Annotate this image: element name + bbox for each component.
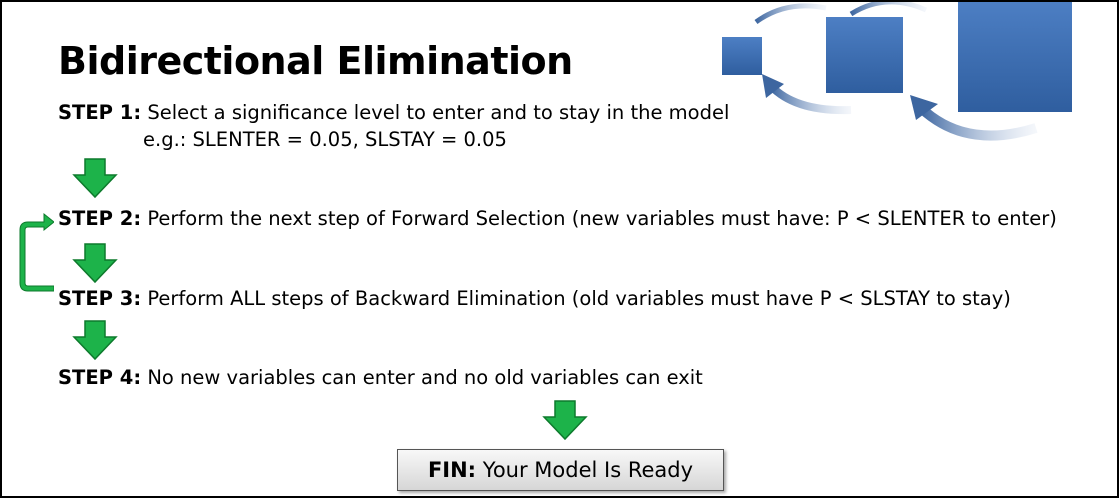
- step-4-text: No new variables can enter and no old va…: [147, 366, 703, 389]
- step-3: STEP 3: Perform ALL steps of Backward El…: [58, 286, 1011, 312]
- step-2: STEP 2: Perform the next step of Forward…: [58, 206, 1057, 232]
- final-label: FIN:: [427, 458, 477, 482]
- final-result-box: FIN: Your Model Is Ready: [397, 449, 724, 491]
- step-1-label: STEP 1:: [58, 101, 142, 124]
- step-2-text: Perform the next step of Forward Selecti…: [147, 207, 1057, 230]
- down-arrow-icon: [72, 320, 118, 361]
- step-2-label: STEP 2:: [58, 207, 142, 230]
- down-arrow-icon: [72, 243, 118, 284]
- step-3-label: STEP 3:: [58, 287, 142, 310]
- down-arrow-icon: [542, 400, 588, 441]
- loop-back-arrow-icon: [19, 212, 54, 292]
- page-title: Bidirectional Elimination: [58, 39, 573, 83]
- step-1: STEP 1: Select a significance level to e…: [58, 100, 729, 126]
- step-4: STEP 4: No new variables can enter and n…: [58, 365, 703, 391]
- step-3-text: Perform ALL steps of Backward Eliminatio…: [147, 287, 1011, 310]
- down-arrow-icon: [72, 158, 118, 199]
- step-4-label: STEP 4:: [58, 366, 142, 389]
- growing-squares-cycle-icon: [722, 2, 1072, 141]
- final-text: Your Model Is Ready: [482, 458, 694, 482]
- step-1-example: e.g.: SLENTER = 0.05, SLSTAY = 0.05: [143, 128, 507, 151]
- step-1-text: Select a significance level to enter and…: [147, 101, 730, 124]
